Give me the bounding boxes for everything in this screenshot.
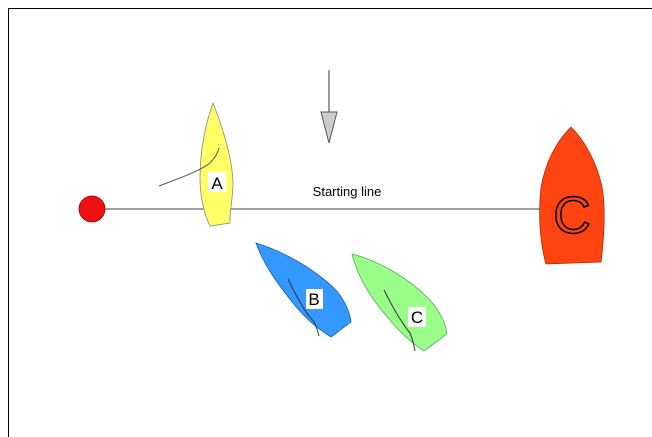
committee-boat: C: [539, 126, 605, 265]
boat-c-sail: [383, 289, 416, 352]
boat-b-label-bg: [306, 289, 323, 309]
boat-a-label: A: [211, 174, 223, 193]
starting-line-label: Starting line: [313, 184, 382, 199]
committee-boat-label: C: [553, 187, 591, 245]
boat-a-hull: [199, 101, 234, 227]
boat-b: B: [255, 242, 352, 338]
boat-c: C: [351, 253, 448, 352]
boat-a-label-bg: [208, 172, 226, 192]
boat-c-label: C: [411, 308, 423, 327]
pin-buoy: [78, 195, 106, 223]
boat-a: A: [158, 101, 234, 227]
boat-c-hull: [351, 253, 448, 352]
committee-boat-hull: [539, 126, 605, 265]
boat-b-label: B: [308, 290, 319, 309]
boat-b-hull: [255, 242, 352, 338]
boat-c-label-bg: [408, 307, 426, 327]
wind-arrow-icon: [320, 70, 338, 144]
boat-a-sail: [158, 147, 220, 187]
boat-b-sail: [287, 278, 320, 337]
